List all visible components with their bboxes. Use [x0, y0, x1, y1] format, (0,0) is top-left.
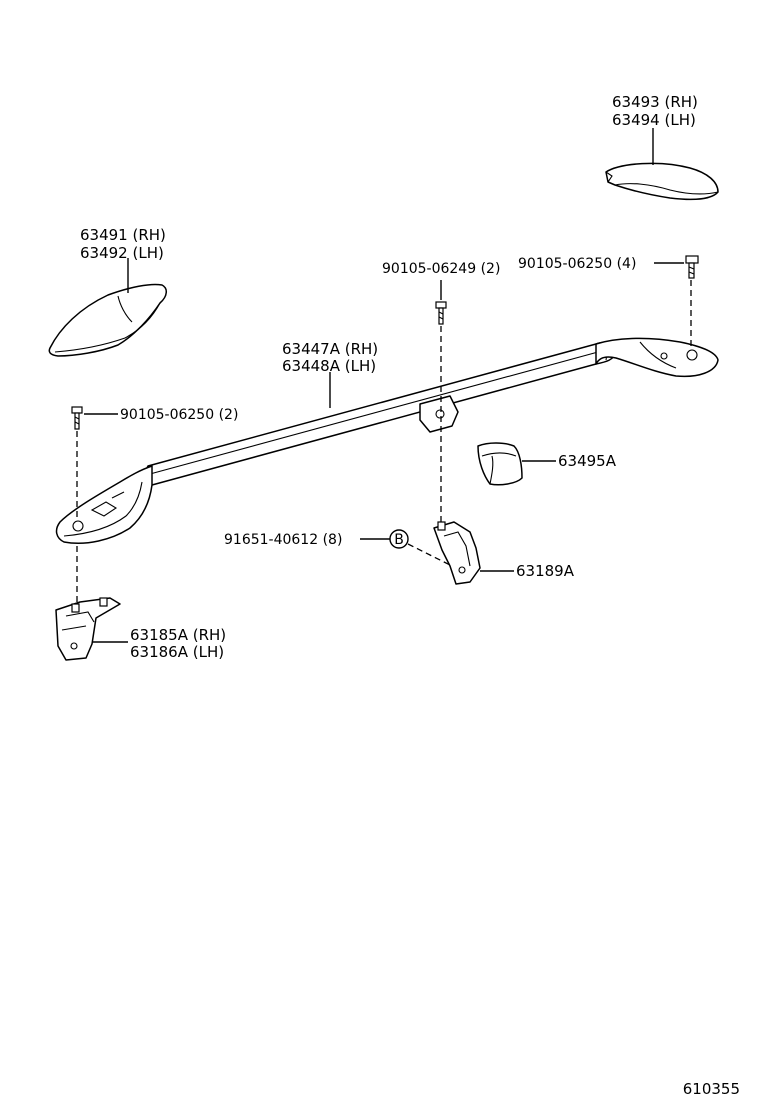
- label-rail-lh: 63448A (LH): [282, 357, 376, 375]
- reference-circle-b: [389, 529, 409, 549]
- front-bracket: [55, 597, 121, 661]
- label-screw-rear: 90105-06250 (4): [518, 256, 636, 272]
- front-end-cover: [48, 283, 167, 357]
- center-bracket: [433, 521, 481, 585]
- label-front-bracket-lh: 63186A (LH): [130, 643, 224, 661]
- label-screw-front: 90105-06250 (2): [120, 407, 238, 423]
- center-cover: [477, 442, 523, 486]
- screw-center-icon: [435, 301, 447, 325]
- screw-front-icon: [71, 406, 83, 430]
- roof-rail: [55, 337, 719, 544]
- label-center-cover: 63495A: [558, 452, 617, 470]
- label-front-bracket-rh: 63185A (RH): [130, 626, 226, 644]
- label-rear-cover-rh: 63493 (RH): [612, 93, 698, 111]
- label-rail-rh: 63447A (RH): [282, 340, 378, 358]
- label-nut: 91651-40612 (8): [224, 532, 342, 548]
- leader-nut-dashed: [407, 543, 453, 567]
- reference-letter-b: B: [394, 532, 404, 548]
- diagram-id: 610355: [683, 1080, 740, 1098]
- label-center-bracket: 63189A: [516, 562, 575, 580]
- rear-end-cover: [605, 162, 719, 201]
- screw-rear-icon: [685, 255, 699, 279]
- label-screw-center: 90105-06249 (2): [382, 261, 500, 277]
- label-rear-cover-lh: 63494 (LH): [612, 111, 696, 129]
- label-front-cover-lh: 63492 (LH): [80, 244, 164, 262]
- label-front-cover-rh: 63491 (RH): [80, 226, 166, 244]
